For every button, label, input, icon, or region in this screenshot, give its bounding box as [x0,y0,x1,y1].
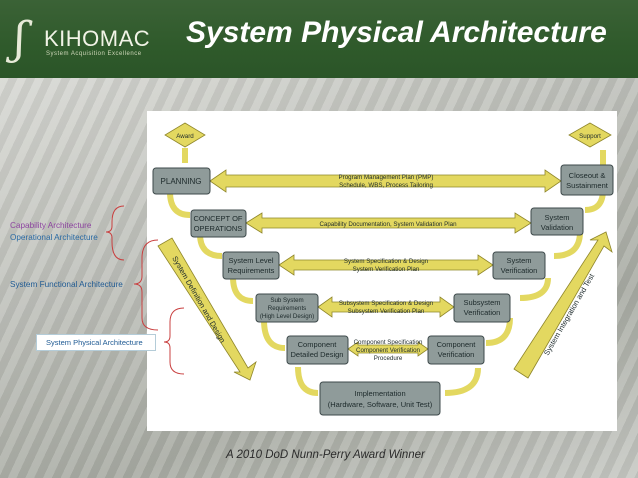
implementation-label-1: Implementation [354,389,405,398]
subsystem-req-label-1: Sub System [270,297,303,304]
award-footer: A 2010 DoD Nunn-Perry Award Winner [226,449,425,461]
subsystem-verification-box [453,293,511,323]
system-requirements-box [222,251,280,280]
subsystem-req-label-3: (High Level Design) [260,313,314,320]
component-spec-label-2: Component Verification [356,347,421,354]
pmp-label-1: Program Management Plan (PMP) [339,174,434,181]
support-label: Support [579,133,601,140]
implementation-box [319,381,441,416]
subsystem-requirements-box [255,293,319,323]
award-label: Award [176,133,194,140]
capability-architecture-label: Capability Architecture [10,221,92,230]
system-validation-box [530,207,584,236]
planning-label: PLANNING [161,177,202,186]
subsystem-verification-label-2: Verification [464,308,501,317]
system-spec-label-2: System Verification Plan [353,266,420,273]
pmp-label-2: Schedule, WBS, Process Tailoring [339,182,433,189]
capability-doc-label: Capability Documentation, System Validat… [319,221,457,228]
subsystem-verification-label-1: Subsystem [463,298,500,307]
logo-text: KIHOMAC [44,26,151,51]
right-diagonal-arrow [513,231,613,379]
system-requirements-label-2: Requirements [228,266,275,275]
component-verification-label-2: Verification [438,350,475,359]
header-bar: ʃ KIHOMAC System Acquisition Excellence … [0,0,638,78]
concept-label-2: OPERATIONS [194,224,243,233]
component-design-box [286,335,349,365]
component-design-label-1: Component [298,340,338,349]
concept-label-1: CONCEPT OF [193,214,242,223]
system-physical-architecture-label: System Physical Architecture [46,338,143,347]
capability-bracket [105,205,125,261]
system-verification-label-2: Verification [501,266,538,275]
component-verification-box [427,335,485,365]
implementation-label-2: (Hardware, Software, Unit Test) [328,400,433,409]
left-diagonal-arrow [157,237,257,381]
slide-title: System Physical Architecture [186,16,607,49]
subsystem-req-label-2: Requirements [268,305,307,312]
subsystem-spec-label-1: Subsystem Specification & Design [339,300,434,307]
logo-mark-icon: ʃ [14,13,26,64]
component-verification-label-1: Component [437,340,477,349]
physical-architecture-highlight [36,334,156,351]
concept-box [190,209,247,238]
system-validation-label-1: System [544,213,569,222]
component-spec-label-3: Procedure [374,355,403,362]
system-functional-architecture-label: System Functional Architecture [10,280,123,289]
physical-bracket [163,307,185,375]
closeout-label-1: Closeout & [569,171,606,180]
functional-bracket [133,239,159,331]
operational-architecture-label: Operational Architecture [10,233,98,242]
component-spec-label-1: Component Specification [354,339,423,346]
support-diamond [568,122,612,148]
planning-box [152,167,211,195]
closeout-box [560,164,614,196]
system-spec-label-1: System Specification & Design [344,258,429,265]
left-connectors [167,148,319,396]
closeout-label-2: Sustainment [566,181,609,190]
horizontal-arrows [209,169,562,357]
company-logo: ʃ KIHOMAC System Acquisition Excellence [14,14,154,66]
subsystem-spec-label-2: Subsystem Verification Plan [348,308,425,315]
award-diamond [164,122,206,148]
system-verification-box [492,251,546,280]
logo-tagline: System Acquisition Excellence [46,51,142,57]
component-design-label-2: Detailed Design [291,350,344,359]
system-requirements-label-1: System Level [228,256,273,265]
system-validation-label-2: Validation [541,223,573,232]
system-verification-label-1: System [506,256,531,265]
